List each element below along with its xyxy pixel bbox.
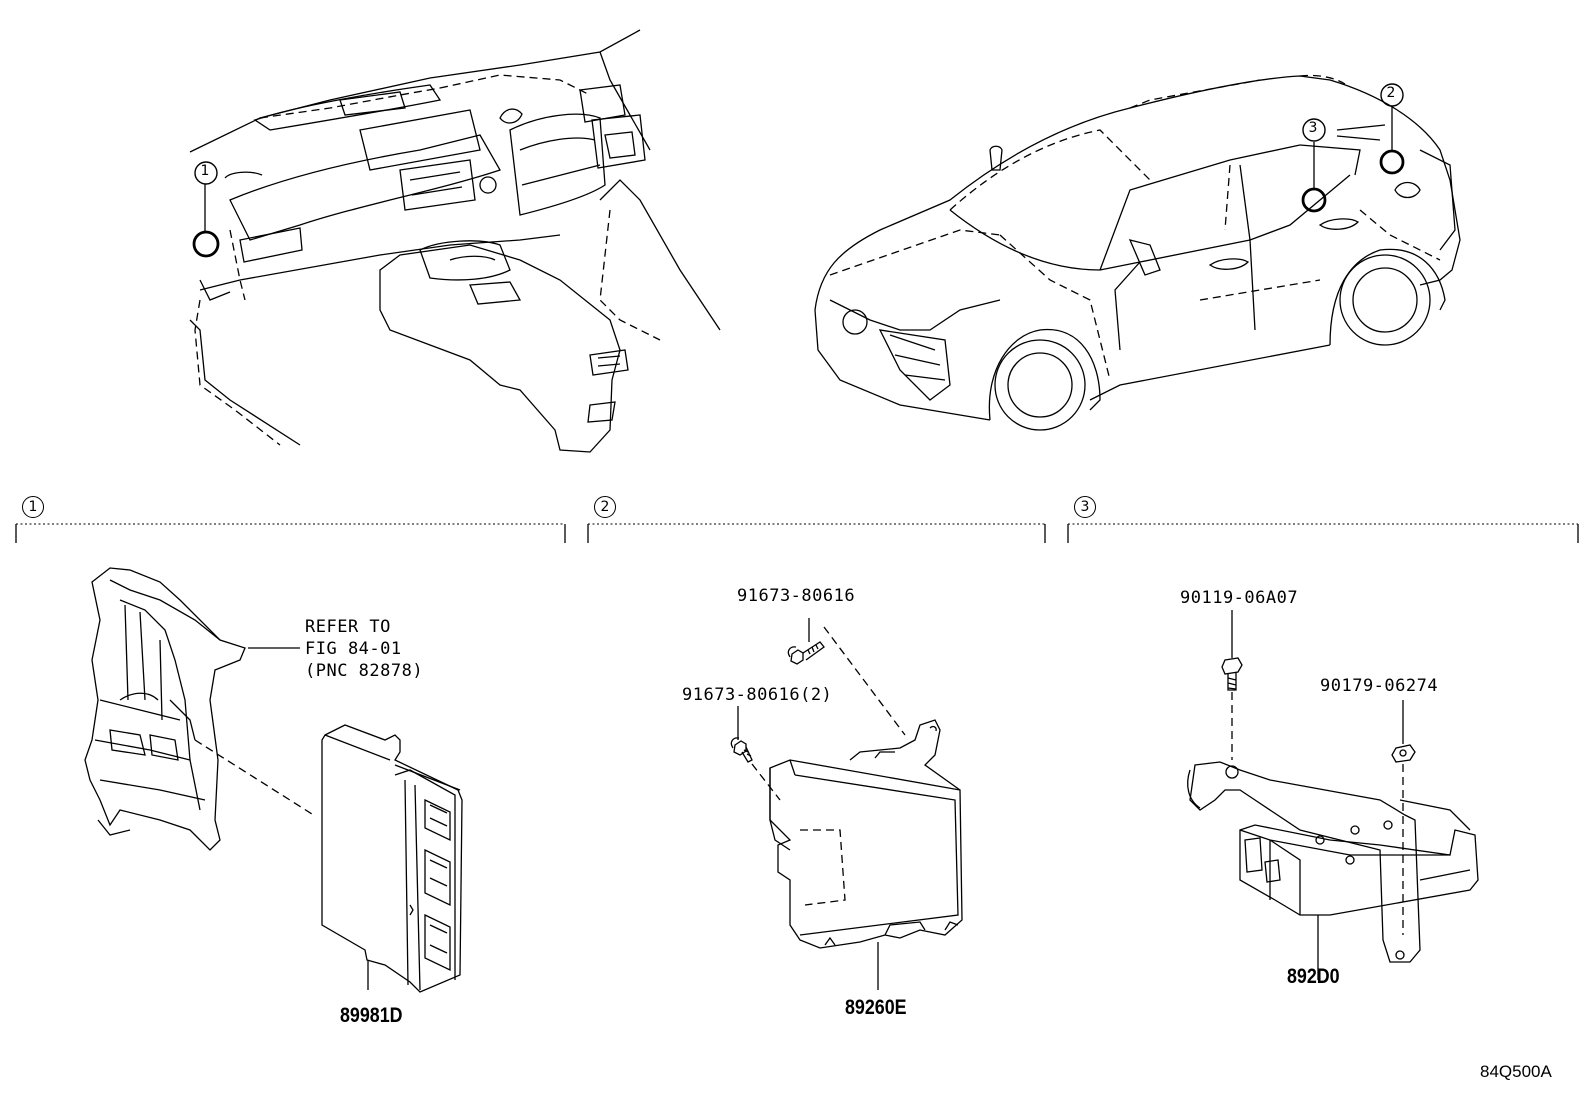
- section-divider-3: [1067, 523, 1579, 543]
- callout-1-marker: [192, 230, 220, 258]
- section-2-number: 2: [594, 496, 616, 518]
- section3-bracket: [1187, 761, 1421, 963]
- section-1-number: 1: [22, 496, 44, 518]
- figure-code: 84Q500A: [1480, 1062, 1552, 1081]
- section-3-number: 3: [1074, 496, 1096, 518]
- part-number-89981D: 89981D: [340, 1004, 403, 1027]
- section3-module-892D0: [1239, 799, 1479, 916]
- refer-fig-label: FIG 84-01: [305, 639, 402, 659]
- part-number-89260E: 89260E: [845, 996, 907, 1019]
- callout-3-label: 3: [1308, 120, 1318, 136]
- section-divider-2: [587, 523, 1046, 543]
- section2-screw-lower: [730, 737, 753, 763]
- nut-part-number: 90179-06274: [1320, 676, 1439, 696]
- screw-part-number-upper: 91673-80616: [737, 586, 856, 606]
- section1-bracket: [84, 567, 246, 851]
- callout-2-label: 2: [1386, 85, 1396, 101]
- car-illustration: [814, 74, 1461, 431]
- section2-module-89260E: [769, 719, 963, 949]
- part-number-892D0: 892D0: [1287, 965, 1340, 988]
- section-divider-1: [15, 523, 566, 543]
- callout-3-marker: [1301, 187, 1327, 213]
- section1-ecu-89981D: [321, 724, 463, 993]
- refer-to-label: REFER TO: [305, 617, 391, 637]
- bolt-part-number: 90119-06A07: [1180, 588, 1299, 608]
- section3-nut: [1391, 744, 1416, 763]
- callout-1-label: 1: [200, 163, 210, 179]
- section2-screw-upper: [787, 641, 825, 665]
- section3-bolt: [1221, 657, 1243, 691]
- callout-2-marker: [1379, 149, 1405, 175]
- refer-pnc-label: (PNC 82878): [305, 661, 424, 681]
- screw-part-number-lower: 91673-80616(2): [682, 685, 833, 705]
- dashboard-illustration: [189, 29, 721, 453]
